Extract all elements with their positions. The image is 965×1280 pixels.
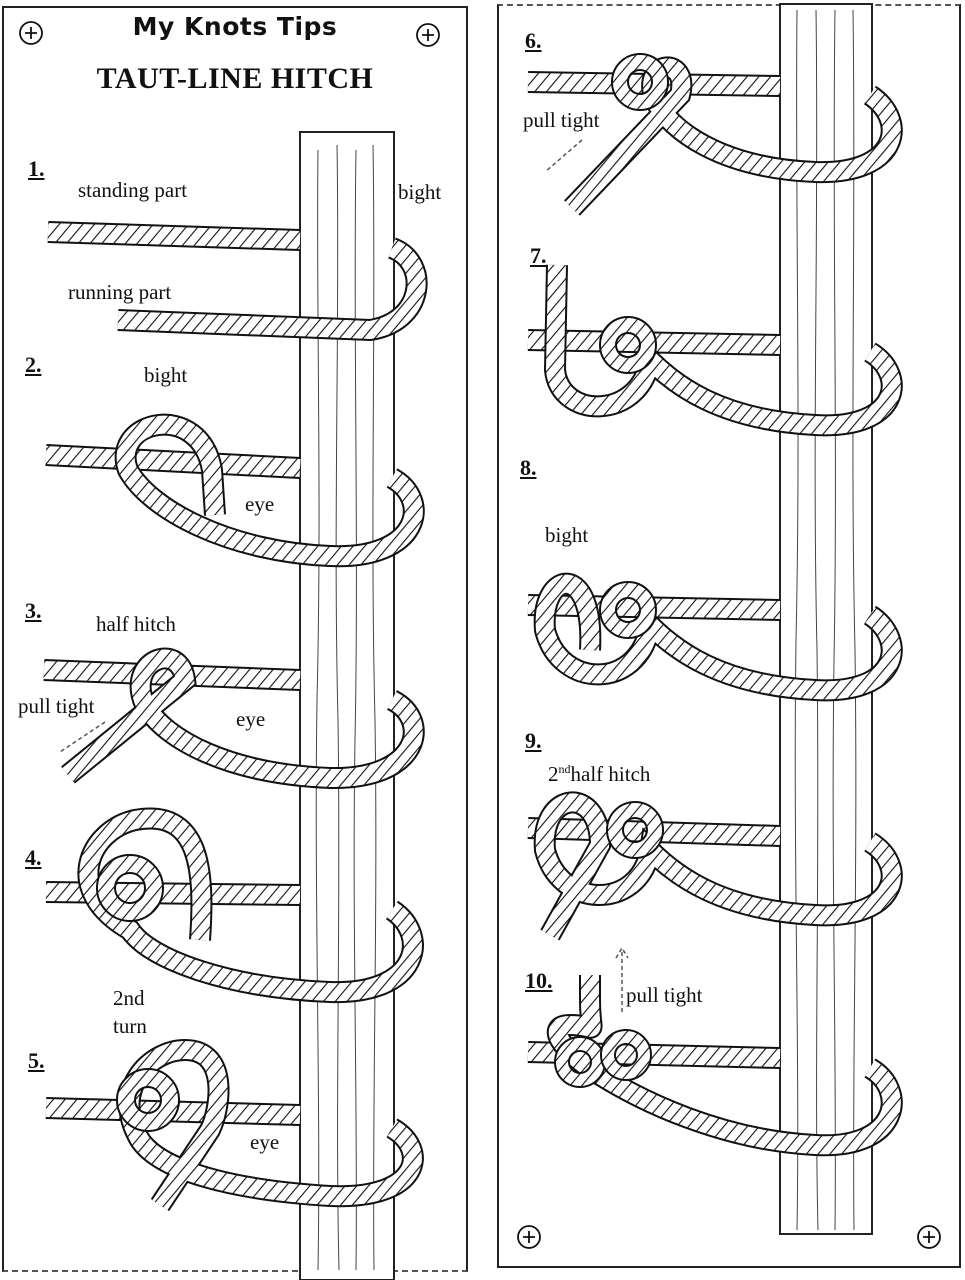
left-pole [299, 131, 395, 1280]
step-number: 10. [525, 968, 553, 993]
label-bight: bight [545, 523, 589, 547]
plus-circle-icon [416, 23, 440, 47]
step-8-rope [527, 572, 903, 702]
step-number: 3. [25, 598, 42, 623]
step-number: 6. [525, 28, 542, 53]
label-half-hitch: half hitch [96, 612, 176, 636]
label-eye: eye [250, 1130, 280, 1154]
step-1-rope [47, 221, 428, 342]
step-number: 2. [25, 352, 42, 377]
label-pull-tight: pull tight [523, 108, 600, 132]
plus-circle-icon [19, 21, 43, 45]
label-pull-tight: pull tight [626, 983, 703, 1007]
label-bight: bight [398, 180, 442, 204]
step-2-rope [45, 413, 425, 568]
label-running-part: running part [68, 280, 172, 304]
brand-title: My Knots Tips [132, 12, 338, 41]
step-number: 7. [530, 243, 547, 268]
step-4-rope [45, 807, 424, 1004]
step-9-rope [527, 791, 903, 941]
label-eye: eye [245, 492, 275, 516]
step-5-rope [45, 1038, 424, 1212]
step-number: 5. [28, 1048, 45, 1073]
label-2nd-half-hitch: 2ndhalf hitch [548, 762, 651, 786]
right-pole [779, 3, 873, 1235]
step-3-rope [43, 647, 425, 790]
label-eye: eye [236, 707, 266, 731]
step-number: 9. [525, 728, 542, 753]
step-number: 8. [520, 455, 537, 480]
plus-circle-icon [517, 1225, 541, 1249]
label-2nd: 2nd [113, 986, 145, 1010]
step-number: 4. [25, 845, 42, 870]
step-7-rope [527, 264, 903, 437]
step-6-rope [527, 53, 903, 216]
label-standing-part: standing part [78, 178, 188, 202]
label-turn: turn [113, 1014, 147, 1038]
plus-circle-icon [917, 1225, 941, 1249]
step-number: 1. [28, 156, 45, 181]
label-bight: bight [144, 363, 188, 387]
step-10-rope [527, 946, 903, 1157]
label-pull-tight: pull tight [18, 694, 95, 718]
page-title: TAUT-LINE HITCH [96, 62, 374, 95]
